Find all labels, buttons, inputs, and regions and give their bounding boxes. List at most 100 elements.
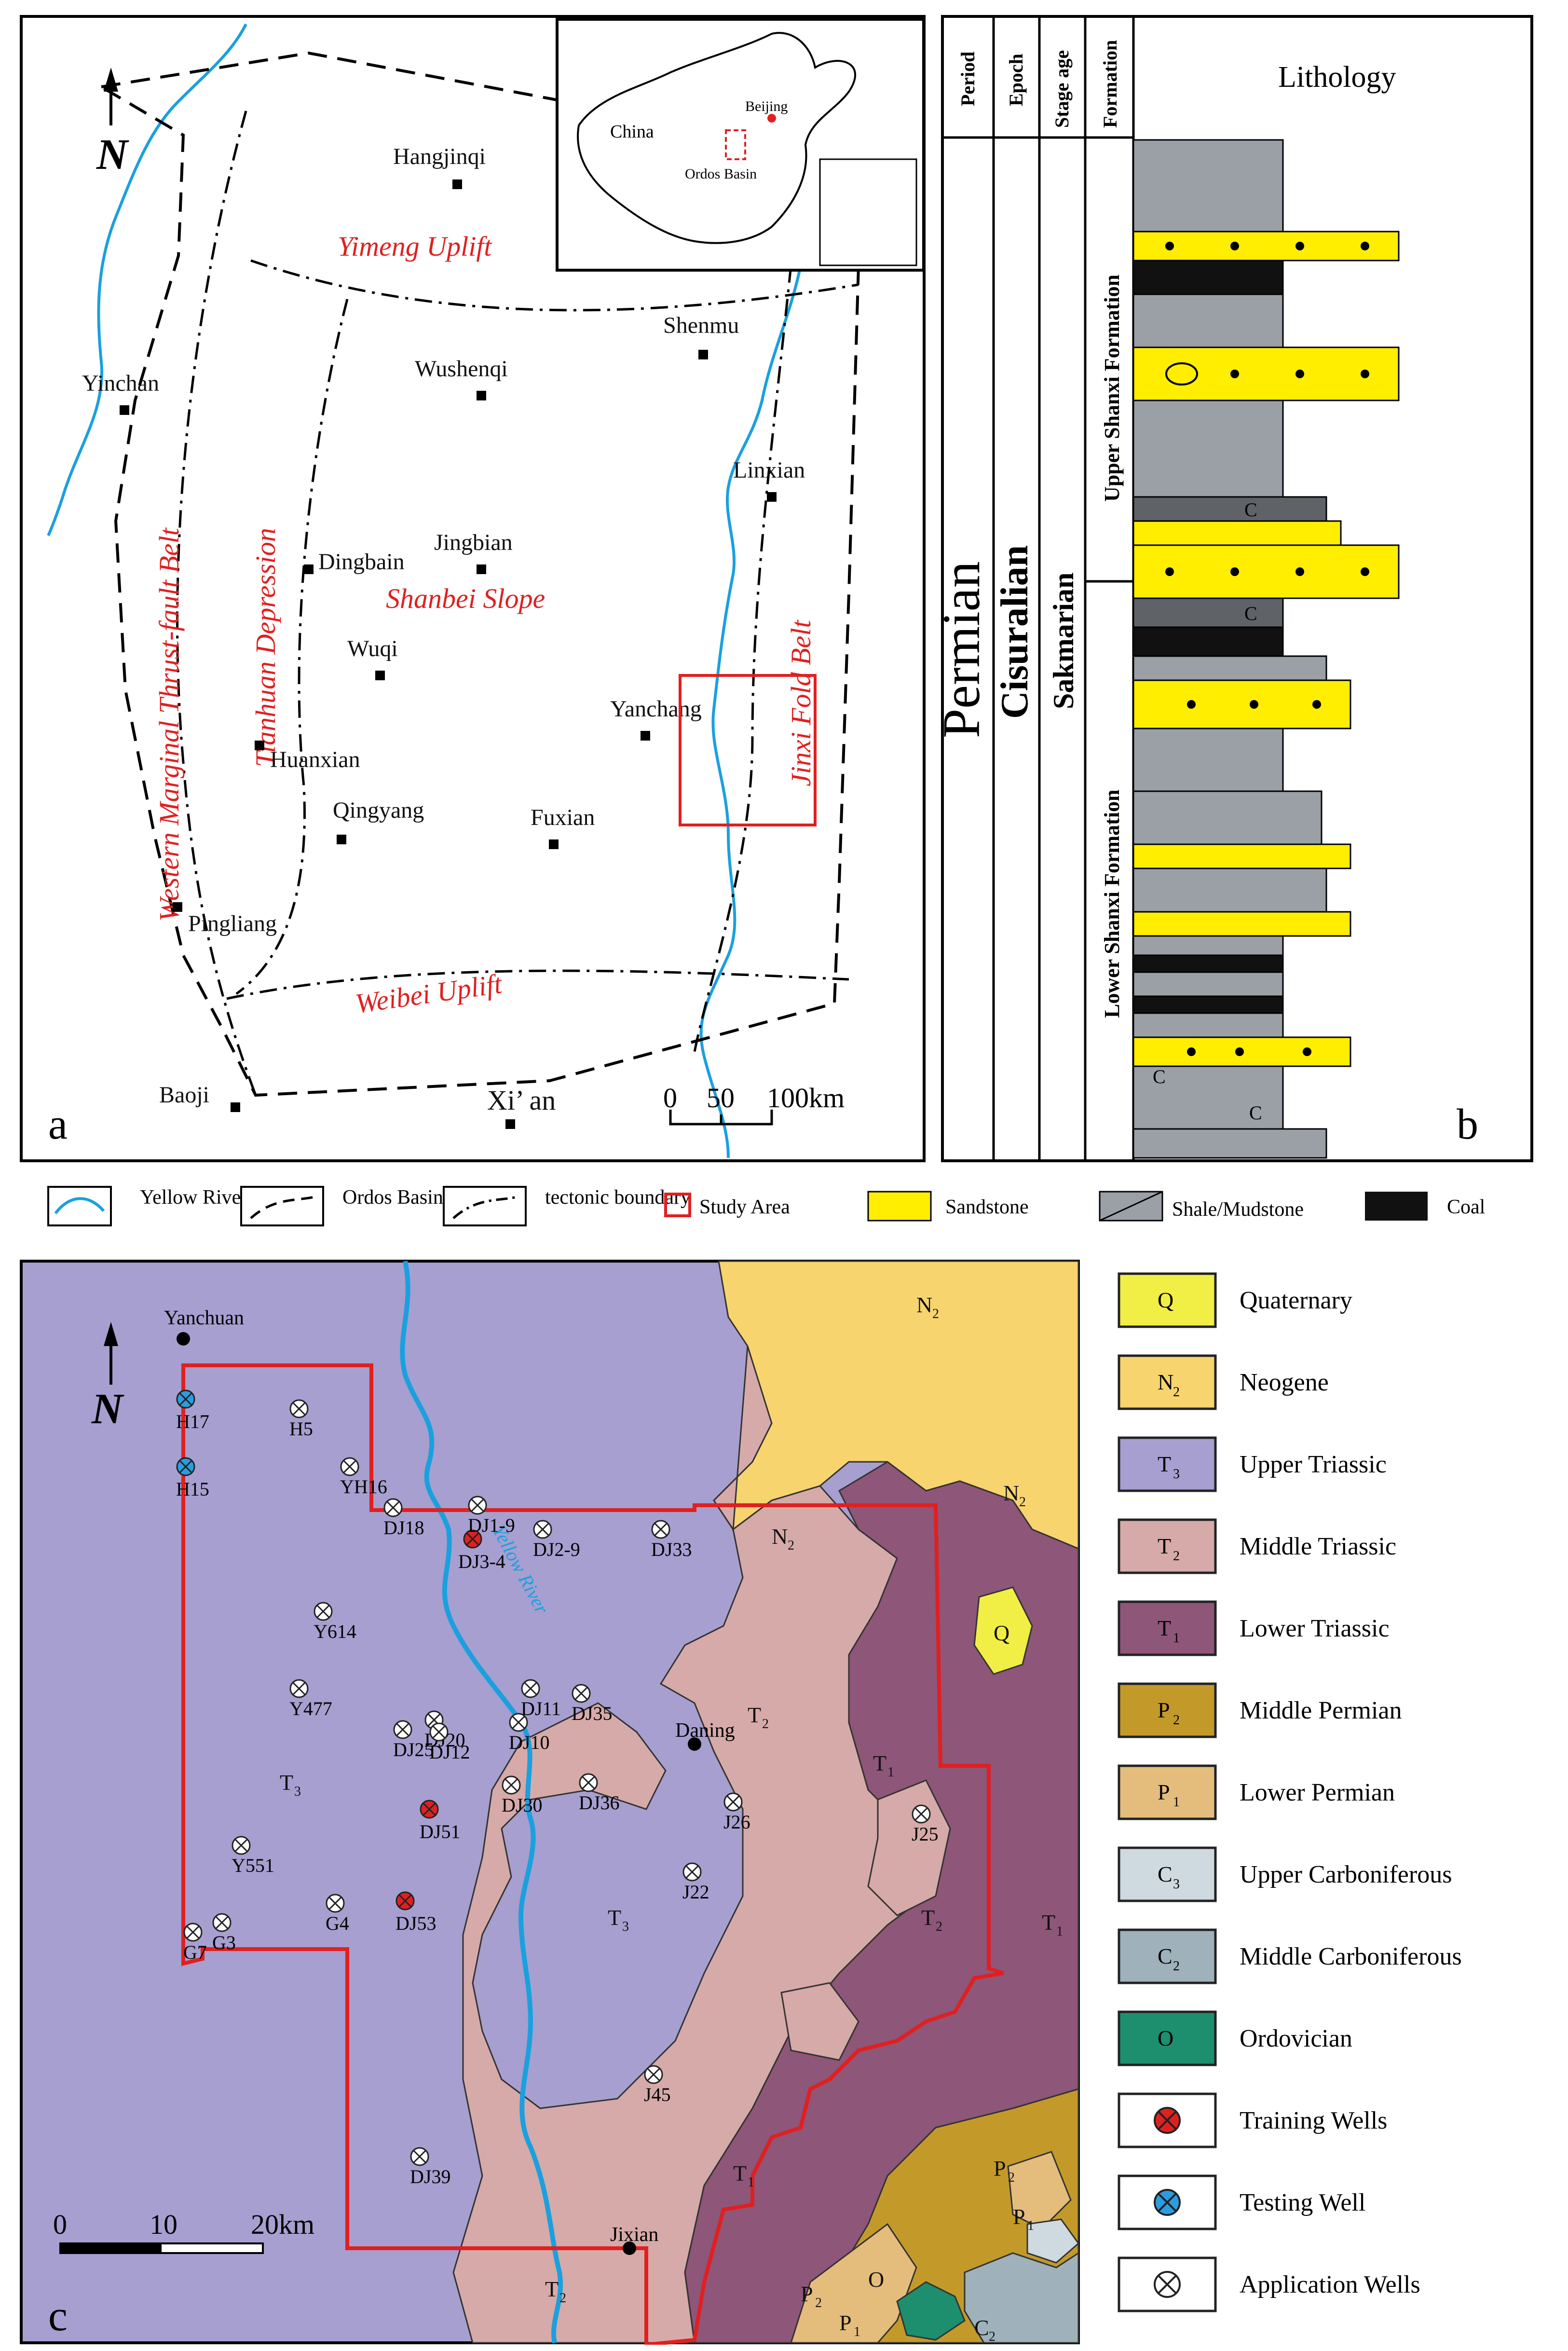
svg-text:3: 3: [1173, 1877, 1180, 1892]
svg-text:Q: Q: [994, 1621, 1009, 1645]
north-arrow-icon: [104, 68, 118, 125]
svg-text:1: 1: [854, 2324, 860, 2339]
unit-o-area: [896, 2281, 966, 2341]
svg-text:2: 2: [989, 2329, 995, 2344]
scale-bar-a: 0 50 100km: [663, 1082, 845, 1126]
inset-beijing-label: Beijing: [745, 98, 788, 114]
well-label-dj25: DJ25: [393, 1739, 434, 1760]
svg-text:C: C: [1153, 1066, 1166, 1087]
header-stage: Stage age: [1051, 50, 1073, 128]
unit-t1-area: [684, 1461, 1079, 2344]
svg-text:1: 1: [748, 2175, 754, 2190]
basin-boundary-legend-icon: [250, 1195, 316, 1219]
lower-shanxi-label: Lower Shanxi Formation: [1100, 790, 1124, 1018]
city-yanchang: Yanchang: [610, 696, 702, 722]
stratigraphic-column: Period Epoch Stage age Formation Litholo…: [932, 15, 1533, 1162]
svg-text:T: T: [280, 1770, 293, 1795]
well-label-dj33: DJ33: [651, 1539, 692, 1560]
well-label-dj2-9: DJ2-9: [533, 1539, 580, 1560]
well-marker-dj12: DJ12: [429, 1722, 470, 1763]
well-marker-dj25: DJ25: [393, 1720, 434, 1760]
study-area-outline: [181, 1363, 1004, 2347]
header-epoch: Epoch: [1005, 54, 1027, 106]
well-label-j25: J25: [912, 1823, 939, 1845]
legend-item-application-wells: Application Wells: [1118, 2256, 1420, 2312]
svg-text:1: 1: [1173, 1795, 1180, 1810]
jinxi-fold-belt-label: Jinxi Fold Belt: [785, 619, 817, 786]
well-label-dj18: DJ18: [383, 1517, 424, 1539]
legend-label: Lower Triassic: [1240, 1615, 1390, 1642]
tectonic-boundaries: [176, 110, 859, 1096]
well-marker-h17: H17: [176, 1389, 209, 1432]
top-legend: Yellow River Ordos Basin tectonic bounda…: [19, 1168, 1543, 1264]
unit-q-area: [973, 1586, 1033, 1675]
svg-text:N: N: [916, 1292, 932, 1317]
north-label: N: [96, 131, 129, 179]
svg-text:Study Area: Study Area: [699, 1196, 790, 1218]
ordos-basin-map: China Beijing Ordos Basin N Yimeng Uplif…: [20, 15, 926, 1162]
svg-text:T: T: [1042, 1910, 1055, 1935]
china-inset: China Beijing Ordos Basin: [556, 18, 925, 272]
panel-b-stratigraphic-column: Period Epoch Stage age Formation Litholo…: [932, 14, 1534, 1163]
scale-bar-c: 0 10 20km: [53, 2209, 314, 2254]
svg-text:C: C: [1244, 603, 1257, 624]
svg-text:2: 2: [936, 1919, 942, 1934]
well-label-g3: G3: [212, 1932, 236, 1953]
svg-text:T: T: [608, 1905, 621, 1930]
city-labels: Hangjinqi Shenmu Yinchan Wushenqi Linxia…: [82, 144, 805, 1129]
well-label-yh16: YH16: [340, 1476, 387, 1498]
svg-text:C: C: [1244, 499, 1257, 521]
upper-shanxi-label: Upper Shanxi Formation: [1100, 275, 1124, 502]
well-marker-y551: Y551: [232, 1836, 274, 1876]
svg-text:Sandstone: Sandstone: [945, 1196, 1029, 1218]
svg-text:2: 2: [788, 1538, 794, 1553]
svg-text:3: 3: [294, 1784, 301, 1799]
well-marker-y477: Y477: [289, 1679, 332, 1719]
city-baoji: Baoji: [159, 1082, 209, 1108]
well-label-j22: J22: [682, 1881, 709, 1903]
svg-text:3: 3: [1173, 1467, 1180, 1482]
city-wuqi: Wuqi: [347, 636, 398, 661]
svg-text:2: 2: [1019, 1495, 1026, 1510]
legend-item-testing-well: Testing Well: [1118, 2174, 1365, 2230]
svg-text:T: T: [733, 2161, 747, 2186]
legend-label: Training Wells: [1240, 2107, 1387, 2134]
svg-text:T: T: [545, 2277, 559, 2301]
svg-text:P: P: [1158, 1698, 1170, 1722]
tectonic-boundary-legend-icon: [452, 1195, 519, 1219]
well-marker-dj2-9: DJ2-9: [533, 1520, 580, 1560]
well-marker-dj51: DJ51: [420, 1800, 460, 1842]
unit-p1-area: [790, 2223, 917, 2344]
shanbei-slope-label: Shanbei Slope: [386, 583, 545, 614]
svg-text:Yanchuan: Yanchuan: [164, 1307, 244, 1329]
svg-text:C: C: [1249, 1102, 1262, 1124]
legend-label: Middle Permian: [1240, 1697, 1402, 1724]
well-marker-dj11: DJ11: [521, 1679, 561, 1719]
svg-text:2: 2: [1173, 1713, 1180, 1728]
well-label-dj53: DJ53: [395, 1912, 436, 1934]
well-marker-j25: J25: [912, 1804, 939, 1845]
well-label-g7: G7: [183, 1941, 207, 1963]
svg-text:T: T: [873, 1751, 886, 1775]
svg-text:P: P: [839, 2310, 852, 2335]
well-label-dj36: DJ36: [579, 1792, 619, 1814]
svg-text:20km: 20km: [251, 2209, 314, 2240]
svg-text:10: 10: [150, 2209, 177, 2240]
well-marker-dj33: DJ33: [651, 1520, 692, 1560]
well-marker-yh16: YH16: [340, 1457, 387, 1498]
well-label-dj11: DJ11: [521, 1698, 561, 1719]
svg-text:O: O: [868, 2267, 884, 2292]
svg-text:1: 1: [1027, 2218, 1034, 2233]
coal-legend-icon: [1365, 1192, 1428, 1221]
svg-text:T: T: [1158, 1452, 1171, 1476]
study-area-legend-icon: [664, 1193, 691, 1217]
well-label-dj51: DJ51: [420, 1821, 460, 1842]
svg-text:N: N: [1003, 1481, 1019, 1505]
panel-c-label: c: [48, 2292, 68, 2340]
svg-text:Yellow River: Yellow River: [140, 1186, 247, 1209]
